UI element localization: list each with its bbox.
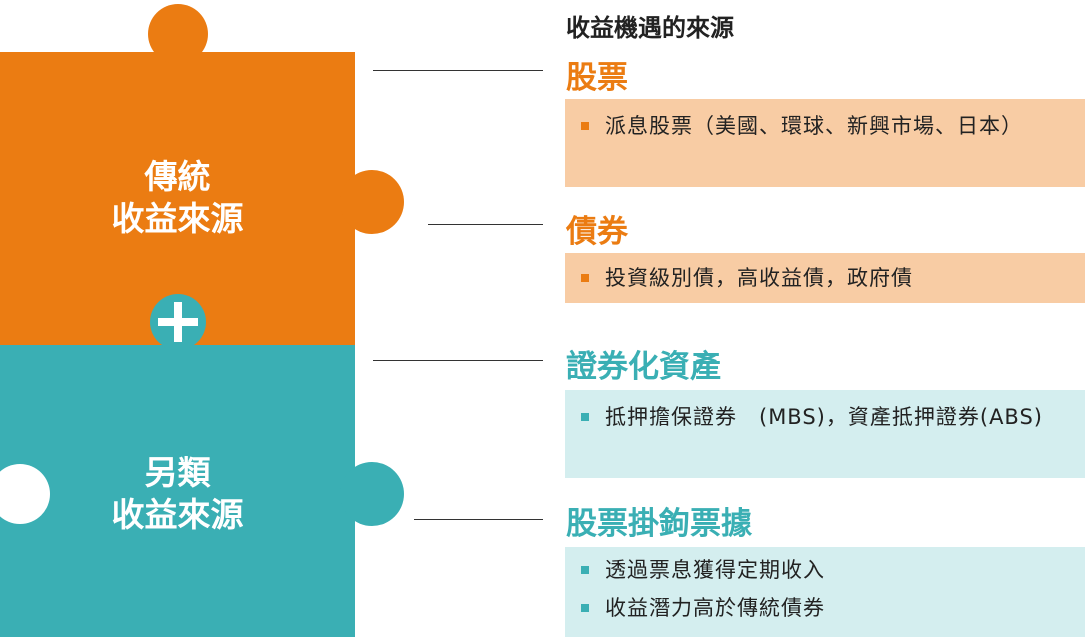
section-title: 收益機遇的來源 [566, 14, 734, 42]
box-securitized-assets: 抵押擔保證券 (MBS)，資產抵押證券(ABS) [565, 390, 1085, 478]
alternative-income-label: 另類 收益來源 [0, 452, 355, 536]
box-equity-linked-notes: 透過票息獲得定期收入 收益潛力高於傳統債券 [565, 547, 1085, 637]
list-item: 投資級別債，高收益債，政府債 [581, 259, 1073, 297]
box-bonds: 投資級別債，高收益債，政府債 [565, 253, 1085, 303]
heading-securitized-assets: 證券化資產 [566, 349, 721, 385]
bullet-square-icon [581, 274, 589, 282]
bullet-square-icon [581, 122, 589, 130]
box-equities: 派息股票（美國、環球、新興市場、日本） [565, 99, 1085, 187]
list-item: 收益潛力高於傳統債券 [581, 589, 1073, 627]
connector-line-bonds [428, 224, 543, 225]
bullet-square-icon [581, 413, 589, 421]
heading-equity-linked-notes: 股票掛鉤票據 [566, 506, 752, 542]
bullet-text: 收益潛力高於傳統債券 [605, 596, 825, 620]
plus-icon [150, 294, 206, 350]
connector-line-equities [373, 70, 543, 71]
list-item: 透過票息獲得定期收入 [581, 551, 1073, 589]
traditional-label-line2: 收益來源 [111, 199, 244, 238]
bullet-text: 透過票息獲得定期收入 [605, 558, 825, 582]
bullet-text: 投資級別債，高收益債，政府債 [605, 266, 913, 290]
alternative-label-line2: 收益來源 [111, 495, 244, 534]
bullet-text: 派息股票（美國、環球、新興市場、日本） [605, 114, 1023, 138]
heading-bonds: 債券 [566, 214, 628, 250]
connector-line-eln [414, 519, 543, 520]
alternative-income-piece [0, 345, 404, 637]
list-item: 派息股票（美國、環球、新興市場、日本） [581, 107, 1073, 145]
alternative-label-line1: 另類 [144, 453, 211, 492]
heading-equities: 股票 [566, 60, 628, 96]
list-item: 抵押擔保證券 (MBS)，資產抵押證券(ABS) [581, 398, 1073, 436]
puzzle-graphic [0, 4, 404, 637]
connector-line-securitized [373, 360, 543, 361]
traditional-label-line1: 傳統 [144, 157, 211, 196]
traditional-income-label: 傳統 收益來源 [0, 156, 355, 240]
bullet-square-icon [581, 604, 589, 612]
bullet-square-icon [581, 566, 589, 574]
bullet-text: 抵押擔保證券 (MBS)，資產抵押證券(ABS) [605, 405, 1043, 429]
